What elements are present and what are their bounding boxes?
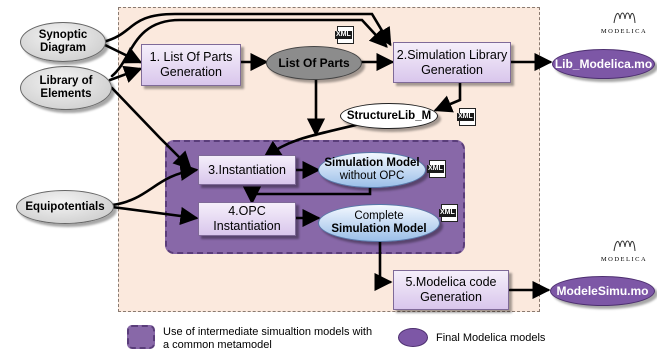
arrow-library-to-instantiation xyxy=(110,86,192,170)
modele-simu-output: ModeleSimu.mo xyxy=(550,276,655,306)
list-of-parts-generation-step: 1. List Of Parts Generation xyxy=(141,44,241,86)
simulation-model-subtitle: without OPC xyxy=(339,170,405,182)
synoptic-diagram-input: Synoptic Diagram xyxy=(20,22,106,62)
list-of-parts-label: List Of Parts xyxy=(278,55,350,70)
complete-simulation-model-artifact: Complete Simulation Model xyxy=(318,204,440,242)
lib-modelica-label: Lib_Modelica.mo xyxy=(554,56,653,71)
simulation-library-generation-label: 2.Simulation Library Generation xyxy=(396,47,508,77)
arrow-structurelib-to-instantiation xyxy=(262,123,358,159)
legend-intermediate-swatch xyxy=(127,325,155,349)
arrow-synoptic-to-simlib xyxy=(101,12,392,47)
modelica-logo-icon: MODELICA xyxy=(596,9,652,35)
equipotentials-input: Equipotentials xyxy=(16,190,114,224)
arrow-equipotentials-to-opc xyxy=(110,205,199,225)
arrow-synoptic-to-list-parts xyxy=(101,42,143,64)
equipotentials-label: Equipotentials xyxy=(25,200,105,213)
arrow-complete-to-codegen xyxy=(374,238,393,292)
instantiation-label: 3.Instantiation xyxy=(208,162,286,177)
synoptic-diagram-label: Synoptic Diagram xyxy=(38,29,88,54)
simulation-library-generation-step: 2.Simulation Library Generation xyxy=(393,42,511,83)
instantiation-step: 3.Instantiation xyxy=(198,155,296,185)
arrow-library-to-simlib xyxy=(110,18,388,78)
complete-model-bottom-label: Simulation Model xyxy=(331,223,427,235)
modele-simu-label: ModeleSimu.mo xyxy=(556,283,649,298)
list-of-parts-generation-label: 1. List Of Parts Generation xyxy=(149,50,233,79)
library-of-elements-input: Library of Elements xyxy=(20,66,112,110)
legend-final-text: Final Modelica models xyxy=(436,332,546,344)
lib-modelica-output: Lib_Modelica.mo xyxy=(552,49,655,79)
legend-intermediate-text: Use of intermediate simualtion models wi… xyxy=(163,326,373,351)
library-of-elements-label: Library of Elements xyxy=(39,75,93,100)
legend-final-swatch xyxy=(398,328,428,347)
arrow-simlib-to-structurelib xyxy=(433,80,462,113)
arrow-library-to-list-parts xyxy=(108,65,143,83)
xml-file-icon: XML xyxy=(439,204,459,223)
opc-instantiation-label: 4.OPC Instantiation xyxy=(213,204,281,233)
list-of-parts-artifact: List Of Parts xyxy=(266,46,362,80)
opc-instantiation-step: 4.OPC Instantiation xyxy=(198,202,296,236)
arrow-simmodel-to-opc xyxy=(242,185,372,205)
modelica-logo-icon: MODELICA xyxy=(596,237,652,263)
simulation-model-artifact: Simulation Model without OPC xyxy=(318,152,426,188)
modelica-code-generation-step: 5.Modelica code Generation xyxy=(393,270,509,310)
modelica-code-generation-label: 5.Modelica code Generation xyxy=(405,275,497,304)
structurelib-label: StructureLib_M xyxy=(346,109,432,122)
arrow-equipotentials-to-instantiation xyxy=(110,162,199,207)
complete-model-top-label: Complete xyxy=(354,210,404,222)
xml-file-icon: XML xyxy=(335,26,355,45)
xml-file-icon: XML xyxy=(457,108,477,127)
structurelib-artifact: StructureLib_M xyxy=(340,103,438,129)
xml-file-icon: XML xyxy=(427,160,447,179)
simulation-model-title: Simulation Model xyxy=(324,157,420,169)
